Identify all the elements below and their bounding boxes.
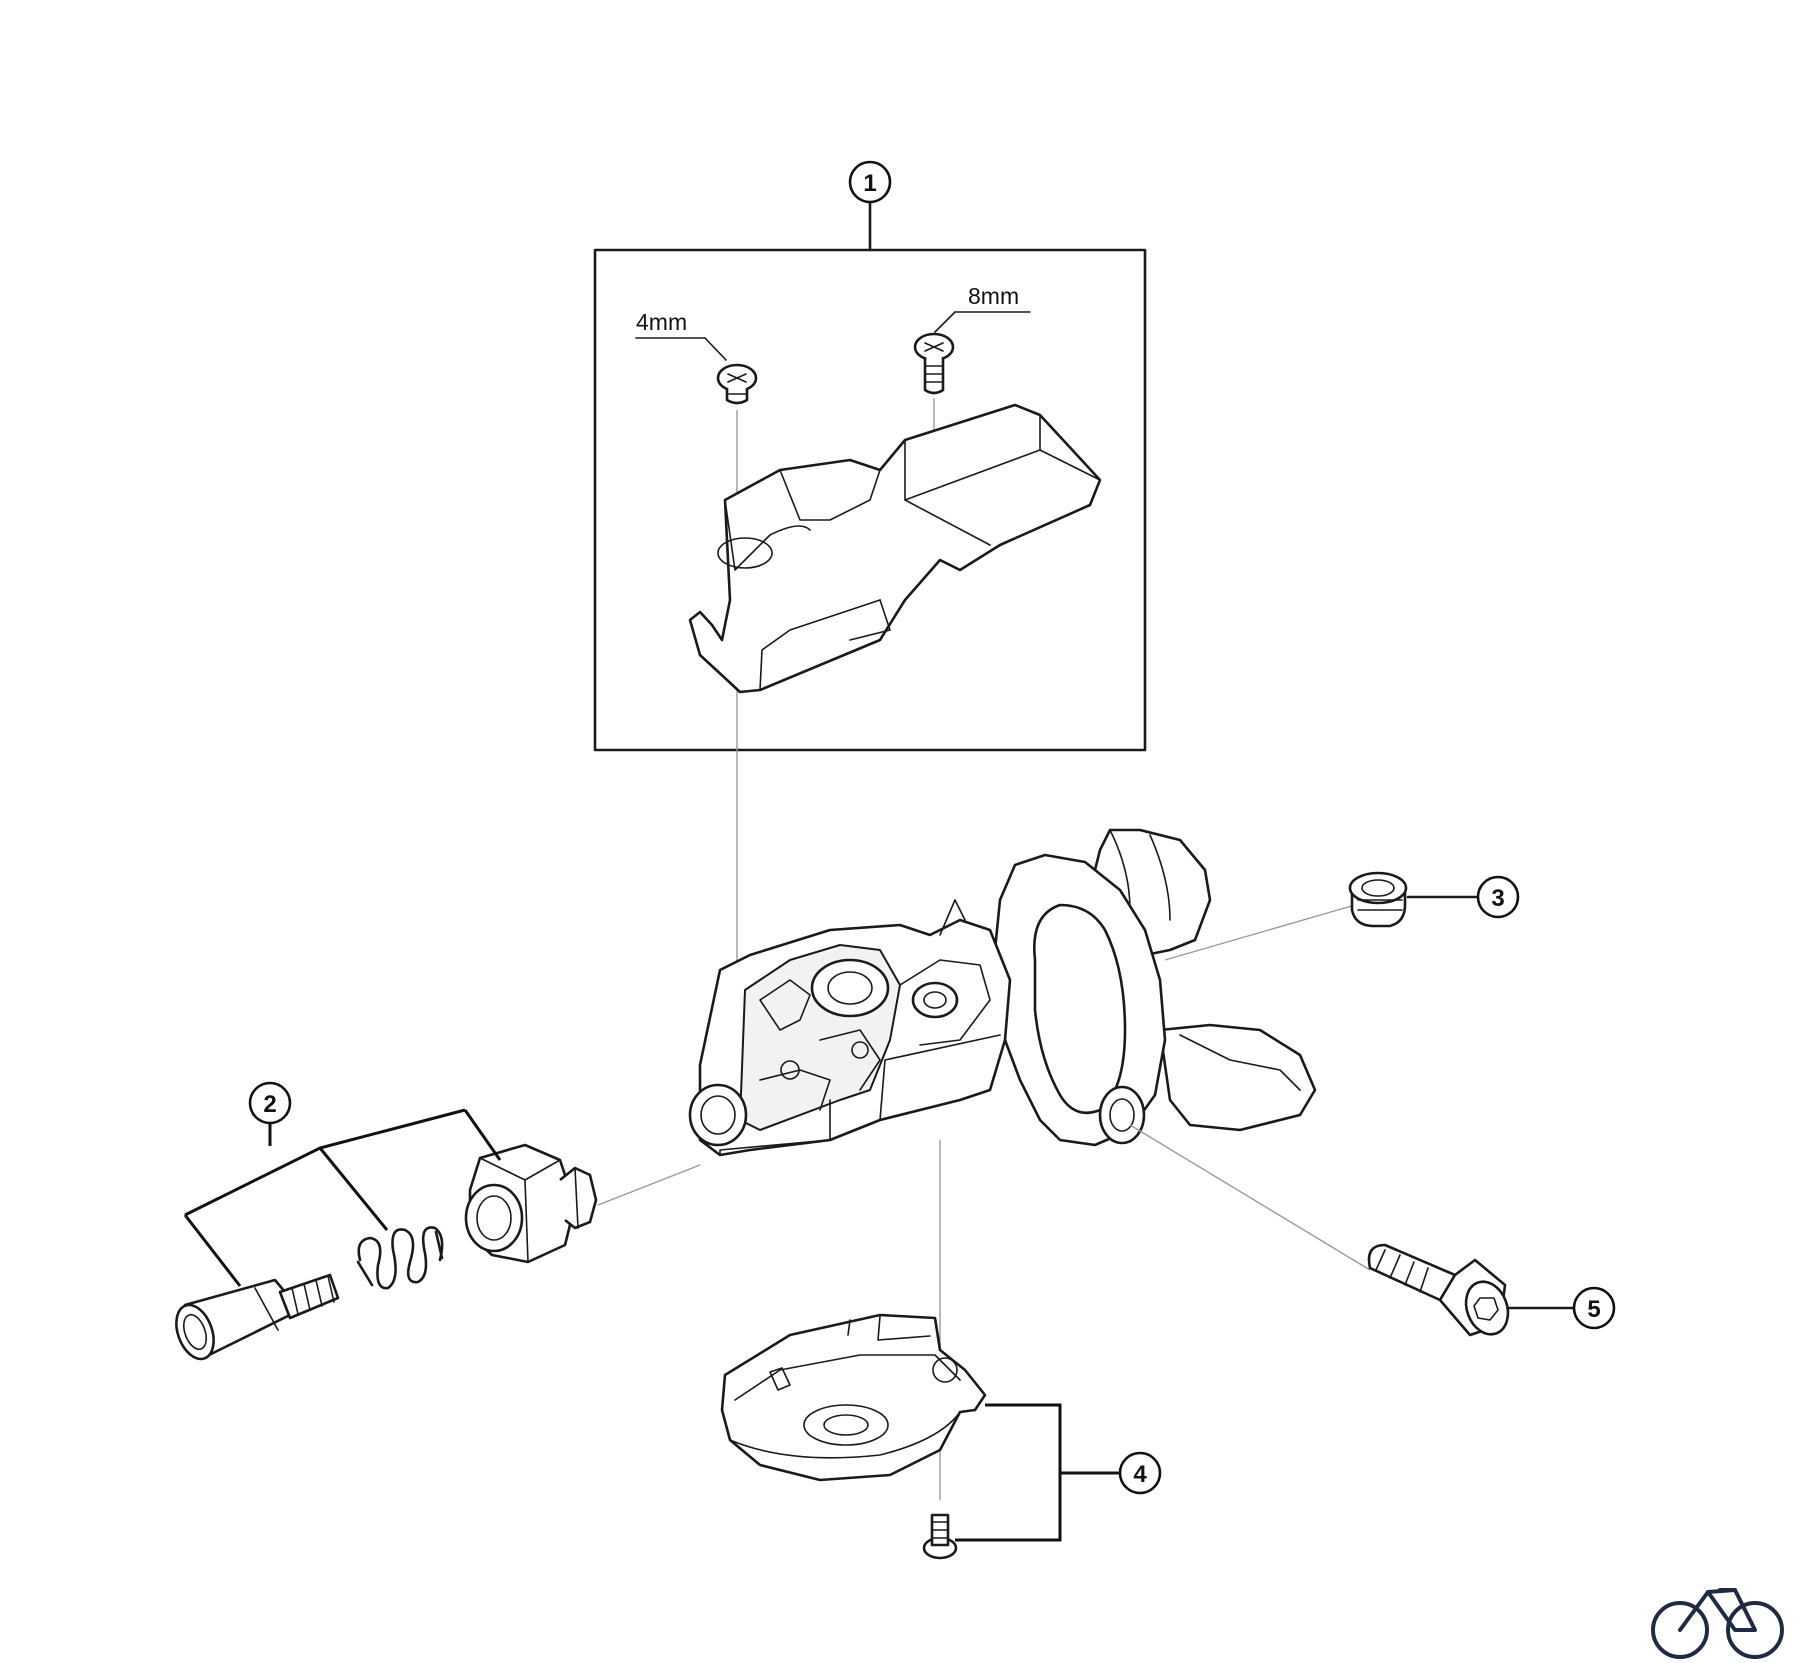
top-cover [688, 403, 1102, 694]
callout-3: 3 [1476, 875, 1520, 919]
callout-4: 4 [1118, 1451, 1162, 1495]
shifter-body [688, 828, 1317, 1157]
screw-8mm-label-group: 8mm [934, 283, 1031, 333]
callout-5: 5 [1572, 1286, 1616, 1330]
bicycle-icon [1651, 1588, 1784, 1659]
screw-8mm-label: 8mm [968, 283, 1019, 309]
callout-2-label: 2 [263, 1091, 276, 1118]
callout-5-label: 5 [1587, 1296, 1600, 1323]
callout-2: 2 [248, 1081, 292, 1125]
guide-line-part-2 [597, 1164, 701, 1206]
screw-4mm [716, 363, 758, 405]
part-3-plug [1348, 871, 1480, 928]
callout-3-label: 3 [1491, 885, 1504, 912]
part-4-bottom-cover [720, 1313, 1120, 1560]
callout-1-label: 1 [863, 170, 876, 197]
part-2-adjuster [175, 1103, 598, 1361]
screw-8mm [913, 332, 955, 395]
callout-1: 1 [848, 160, 892, 204]
guide-line-part-3 [1164, 904, 1356, 961]
callout-4-label: 4 [1133, 1461, 1147, 1488]
screw-4mm-label: 4mm [636, 309, 687, 335]
screw-4mm-label-group: 4mm [635, 309, 727, 361]
part-1-kit-box [593, 201, 1147, 752]
part-5-cap-screw [1367, 1243, 1575, 1337]
guide-line-part-5 [1129, 1124, 1371, 1271]
